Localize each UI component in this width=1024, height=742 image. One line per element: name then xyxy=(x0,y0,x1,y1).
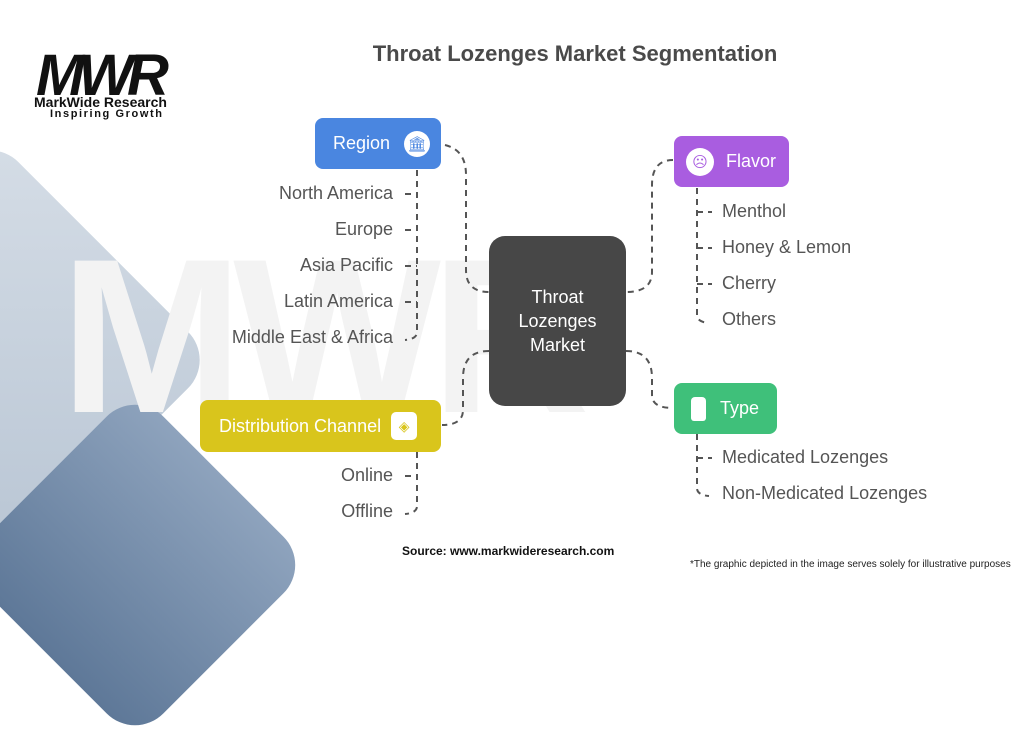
center-node: Throat Lozenges Market xyxy=(489,236,626,406)
segment-type: Type xyxy=(674,383,777,434)
list-item: Middle East & Africa xyxy=(231,327,393,347)
list-item: Europe xyxy=(334,219,393,239)
segment-type-label: Type xyxy=(720,398,760,418)
list-item: Online xyxy=(340,465,393,485)
center-line-1: Throat xyxy=(531,287,584,307)
disclaimer-text: *The graphic depicted in the image serve… xyxy=(690,559,1011,570)
list-item: Non-Medicated Lozenges xyxy=(722,483,928,503)
list-item: Honey & Lemon xyxy=(722,237,852,257)
segment-distribution-channel: Distribution Channel ◈ xyxy=(200,400,441,452)
segment-region: Region 🏛 xyxy=(315,118,441,169)
list-item: North America xyxy=(278,183,393,203)
bank-pin-icon: 🏛 xyxy=(404,130,431,157)
segment-distribution-label: Distribution Channel xyxy=(219,415,382,436)
center-line-2: Lozenges xyxy=(518,311,597,331)
center-line-3: Market xyxy=(529,335,585,355)
source-text: Source: www.markwideresearch.com xyxy=(402,544,615,558)
brand-name: MarkWide Research xyxy=(34,94,167,110)
segment-region-label: Region xyxy=(333,133,391,153)
list-item: Menthol xyxy=(722,201,787,221)
list-item: Latin America xyxy=(283,291,393,311)
segment-flavor: ☹ Flavor xyxy=(674,136,789,187)
page-title: Throat Lozenges Market Segmentation xyxy=(372,41,778,66)
logo-mark: MWR xyxy=(36,43,169,108)
list-item: Offline xyxy=(341,501,393,521)
segment-flavor-label: Flavor xyxy=(726,151,777,171)
connector-lines xyxy=(404,144,712,515)
confused-face-icon: ☹ xyxy=(686,147,714,176)
list-item: Others xyxy=(722,309,777,329)
list-item: Cherry xyxy=(722,273,777,293)
bottle-icon xyxy=(691,396,706,421)
list-item: Asia Pacific xyxy=(299,255,393,275)
package-pill-icon: ◈ xyxy=(391,412,418,440)
brand-tagline: Inspiring Growth xyxy=(50,108,164,120)
list-item: Medicated Lozenges xyxy=(722,447,889,467)
